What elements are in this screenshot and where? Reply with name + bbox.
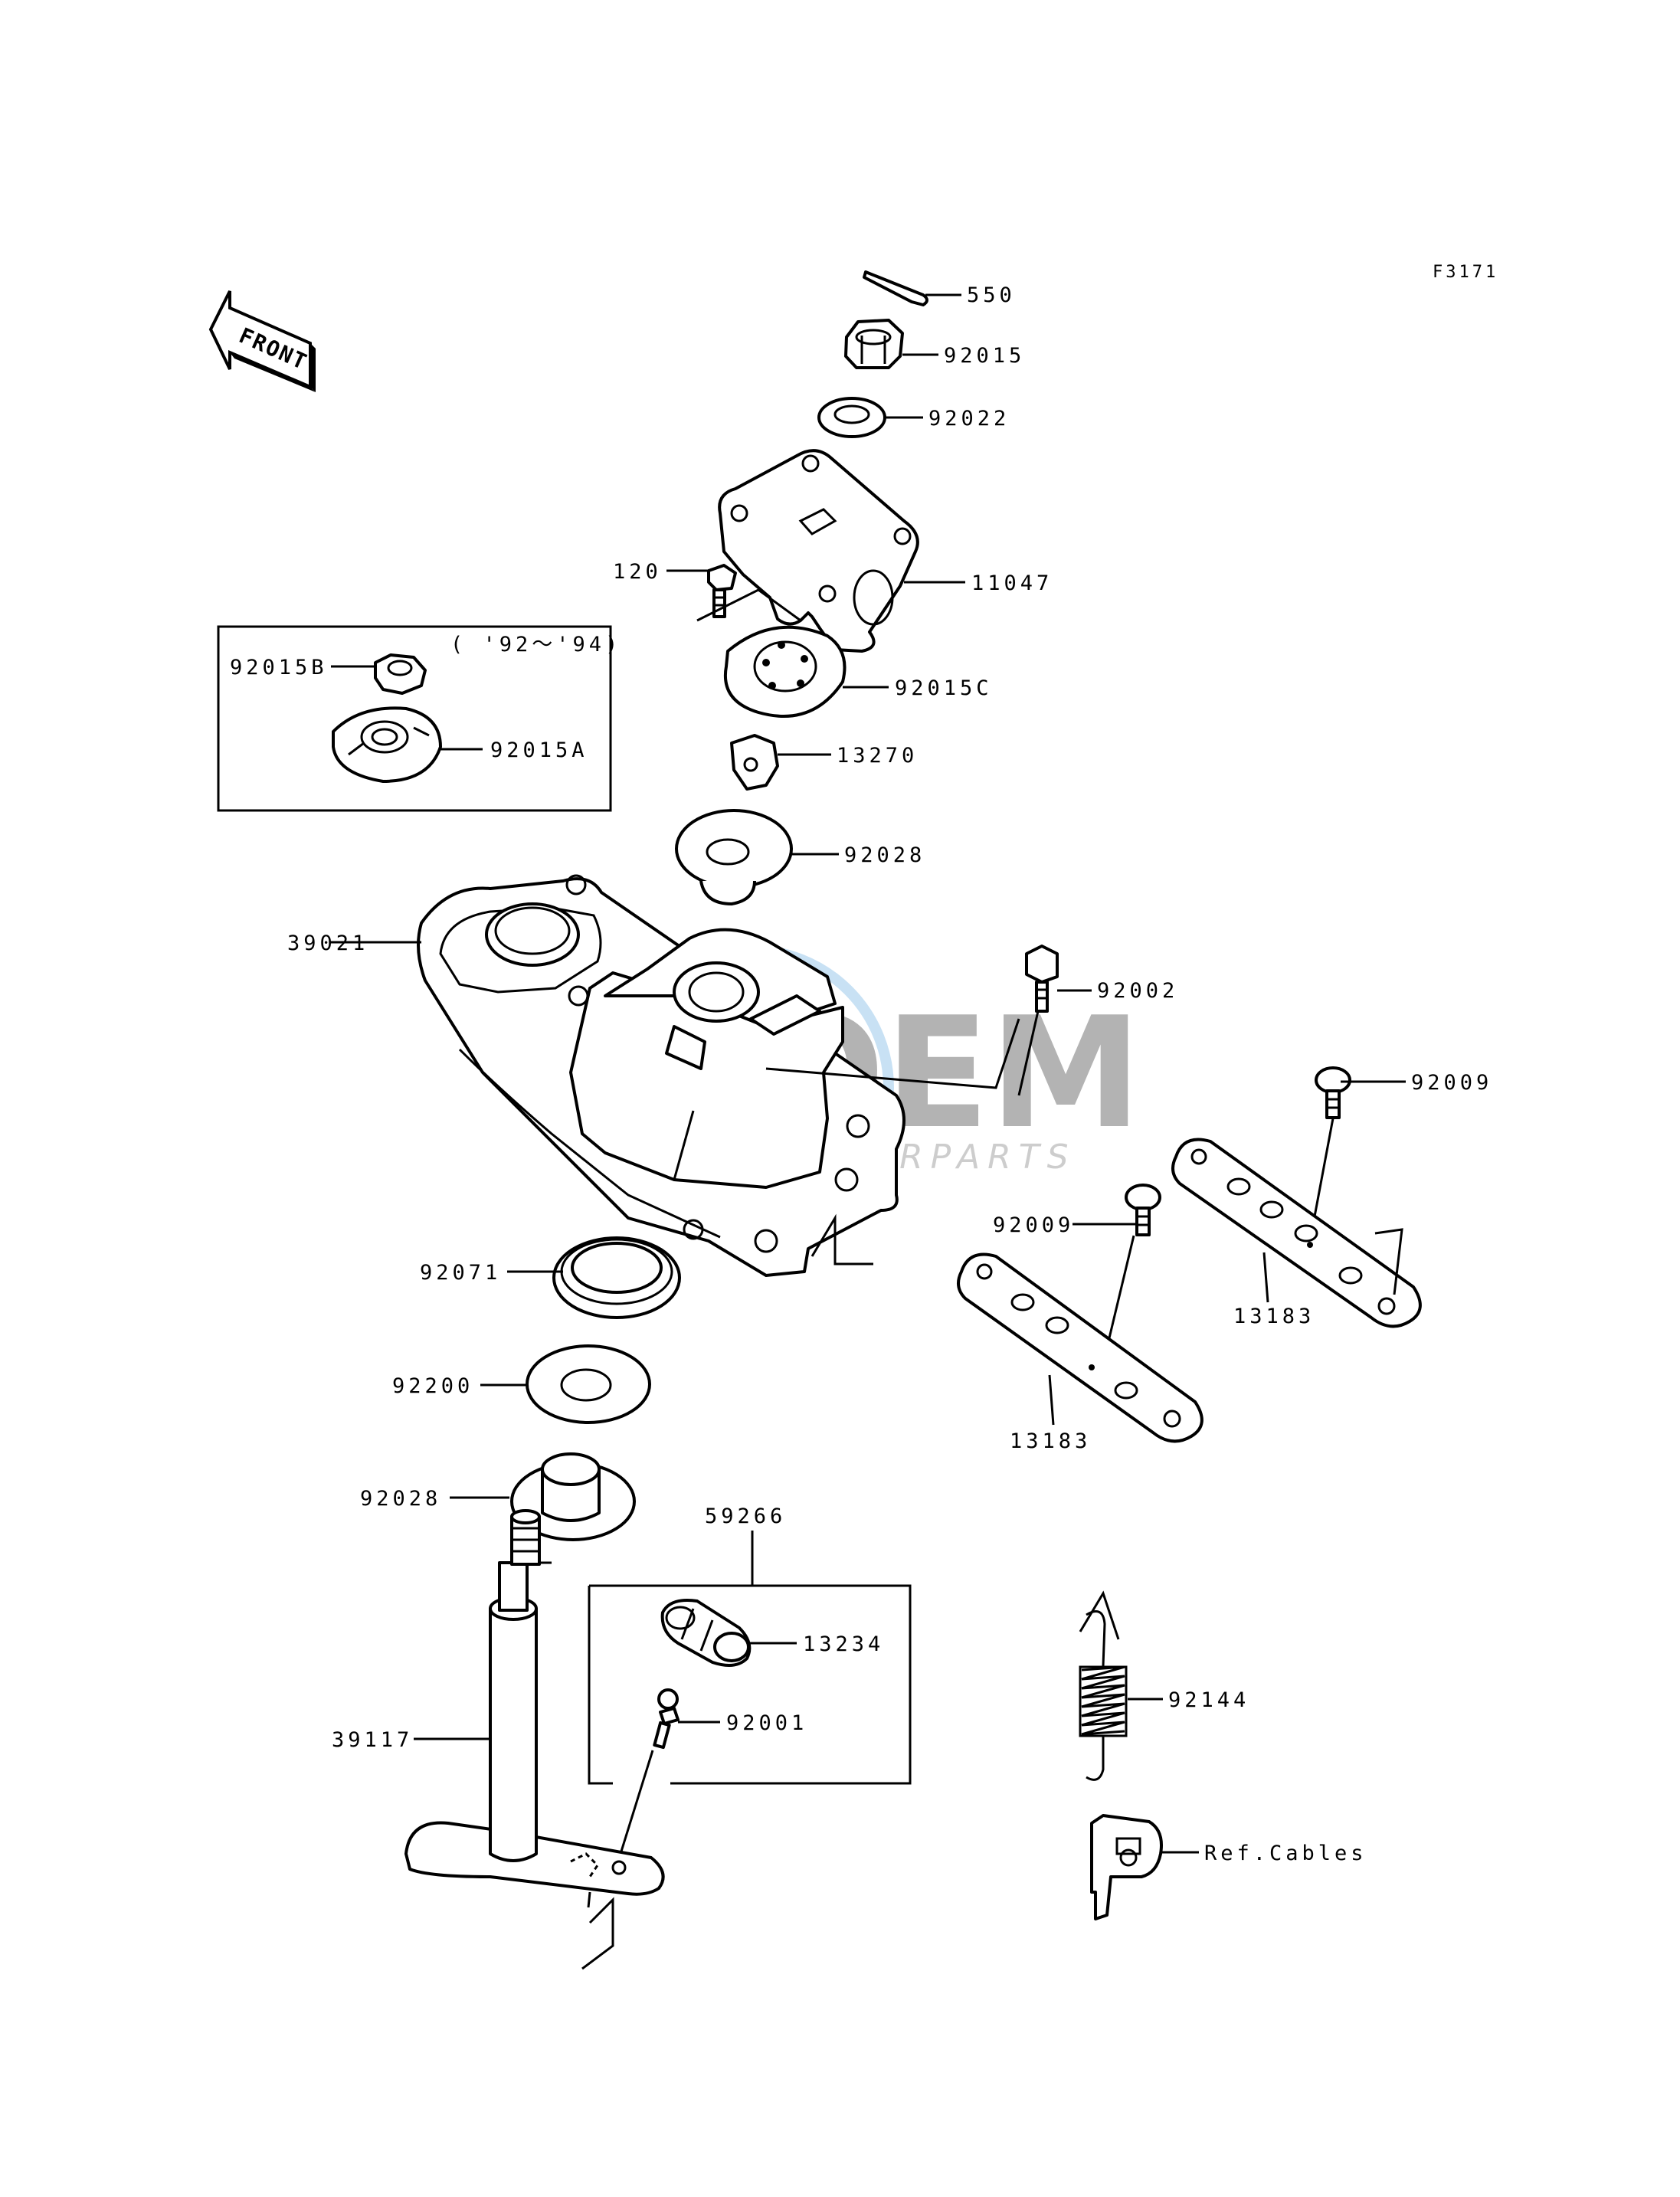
bolt-92009-upper bbox=[1310, 1068, 1406, 1241]
callout-13183-lower: 13183 bbox=[1010, 1429, 1091, 1453]
callout-ref-cables: Ref.Cables bbox=[1204, 1842, 1367, 1865]
castle-nut-92015 bbox=[846, 320, 938, 368]
shaft-39117 bbox=[406, 1511, 663, 1969]
plate-13183-lower bbox=[958, 1255, 1202, 1442]
clip-13270 bbox=[732, 735, 831, 789]
callout-92022: 92022 bbox=[928, 407, 1010, 431]
year-note: ( '92～'94) bbox=[450, 633, 621, 656]
callout-92001: 92001 bbox=[726, 1711, 807, 1735]
group-box-59266 bbox=[589, 1531, 910, 1854]
callout-120: 120 bbox=[613, 560, 662, 584]
cable-clip bbox=[1092, 1816, 1199, 1919]
callout-39021: 39021 bbox=[287, 932, 368, 955]
callout-92002: 92002 bbox=[1097, 979, 1178, 1003]
figure-ref: F3171 bbox=[1433, 263, 1498, 282]
spring-92144 bbox=[1080, 1593, 1163, 1780]
bushing-92028-top bbox=[676, 810, 839, 904]
callout-92015A: 92015A bbox=[490, 738, 588, 762]
callout-92015C: 92015C bbox=[895, 676, 993, 700]
callout-11047: 11047 bbox=[971, 571, 1053, 595]
callout-92200: 92200 bbox=[392, 1374, 473, 1398]
callout-92015B: 92015B bbox=[230, 656, 328, 679]
callout-92028-bottom: 92028 bbox=[360, 1487, 441, 1511]
callout-39117: 39117 bbox=[332, 1728, 413, 1752]
cotter-pin-550 bbox=[864, 272, 961, 305]
callout-92009-upper: 92009 bbox=[1411, 1071, 1492, 1095]
washer-92200 bbox=[480, 1346, 650, 1423]
callout-92028-top: 92028 bbox=[844, 843, 925, 867]
callout-92144: 92144 bbox=[1168, 1688, 1249, 1712]
year-box: ( '92～'94) bbox=[218, 627, 621, 810]
bracket-11047 bbox=[719, 450, 965, 651]
callout-13234: 13234 bbox=[803, 1632, 884, 1656]
callout-92009-lower: 92009 bbox=[993, 1213, 1074, 1237]
callout-13183-upper: 13183 bbox=[1233, 1305, 1315, 1328]
washer-92022 bbox=[819, 398, 923, 437]
seal-92071 bbox=[507, 1238, 680, 1318]
plate-13183-upper bbox=[1173, 1140, 1420, 1327]
callout-92071: 92071 bbox=[420, 1261, 501, 1285]
callout-550: 550 bbox=[967, 283, 1016, 307]
bushing-92028-bottom bbox=[450, 1454, 634, 1540]
callout-59266: 59266 bbox=[705, 1505, 786, 1528]
callout-13270: 13270 bbox=[837, 744, 918, 768]
callout-92015: 92015 bbox=[944, 344, 1025, 368]
front-arrow-badge: FRONT bbox=[211, 291, 316, 392]
